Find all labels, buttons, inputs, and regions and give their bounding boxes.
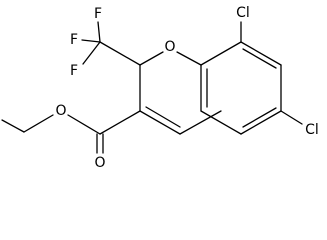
bond-c2-o1 — [139, 51, 164, 66]
atom-f-top: F — [94, 6, 102, 22]
atom-f-upper-left: F — [70, 32, 78, 48]
bond-c3-carbonyl-c — [99, 110, 141, 135]
atom-cl-right: Cl — [305, 122, 319, 138]
bond-c8-c7 — [240, 41, 282, 66]
bond-c6-cl — [280, 110, 303, 125]
bond-ch2-ch3 — [1, 119, 25, 133]
bond-ether-o-ch2 — [23, 114, 54, 133]
bond-c6-c5 — [240, 110, 282, 135]
bond-c8a-c8 — [200, 41, 242, 66]
bond-c6-c5-double — [242, 107, 277, 128]
bond-o1-c8a — [176, 51, 202, 66]
atom-ester-carbonyl-oxygen: O — [94, 155, 105, 171]
bond-c8-c7-double — [242, 48, 277, 69]
bond-cf3c-f-lower-left — [82, 41, 101, 65]
atom-ring-oxygen: O — [164, 39, 175, 55]
chemical-structure: F F F O Cl Cl O O — [1, 5, 319, 171]
atom-f-lower-left: F — [70, 63, 78, 79]
bond-c5-c4a — [200, 110, 242, 135]
bond-c3-c4 — [139, 110, 181, 135]
bond-c3-c4-double — [145, 106, 181, 128]
atom-ester-ether-oxygen: O — [55, 103, 66, 119]
bond-cf3c-c2 — [99, 41, 141, 66]
bond-cf3c-f-upper-left — [81, 39, 101, 43]
bond-cf3c-f-top — [97, 21, 101, 43]
bond-c4-c4a — [179, 110, 222, 135]
bond-carbonyl-c-ether-o — [67, 114, 101, 135]
atom-cl-top: Cl — [236, 5, 250, 21]
